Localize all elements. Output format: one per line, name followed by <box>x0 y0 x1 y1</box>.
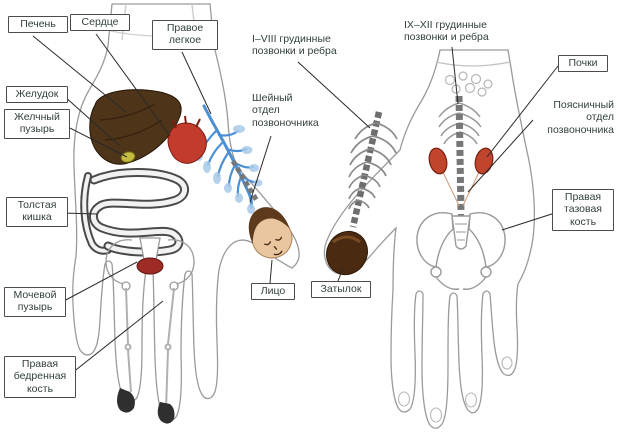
label-gallbladder: Желчный пузырь <box>4 109 70 139</box>
label-liver: Печень <box>8 16 68 34</box>
leg-bones <box>124 287 175 411</box>
gallbladder-shape <box>120 151 136 163</box>
ureters <box>442 171 480 207</box>
label-right-femur: Правая бедренная кость <box>4 356 76 399</box>
intestines-shape <box>80 168 189 257</box>
label-kidneys: Почки <box>558 55 608 73</box>
bladder-shape <box>136 257 164 275</box>
label-lumbar-spine: Поясничный отдел позвоночника <box>547 99 614 136</box>
fingernails <box>397 356 513 423</box>
feet-marks <box>117 388 175 424</box>
liver-shape <box>89 89 182 165</box>
label-right-lung: Правое легкое <box>152 20 218 50</box>
right-hand-illustration <box>323 49 536 429</box>
label-right-pelvic-bone: Правая тазовая кость <box>552 189 614 232</box>
face-on-thumb <box>248 207 293 259</box>
label-heart: Сердце <box>70 14 130 32</box>
carpal-bones <box>444 71 493 97</box>
left-hand-illustration <box>72 3 300 424</box>
label-thoracic-9-12: IX–XII грудинные позвонки и ребра <box>404 19 489 44</box>
kidney-left-shape <box>428 147 448 175</box>
label-occiput: Затылок <box>311 281 371 299</box>
label-stomach: Желудок <box>6 86 68 104</box>
label-bladder: Мочевой пузырь <box>4 287 66 317</box>
heart-shape <box>167 115 207 164</box>
occiput-shape <box>326 230 368 276</box>
pelvis-right-shape <box>416 212 506 290</box>
thoracic-ribs-1-8-shape <box>348 111 398 228</box>
leader-lines <box>32 33 559 374</box>
label-cervical-spine: Шейный отдел позвоночника <box>252 92 319 129</box>
label-large-intestine: Толстая кишка <box>6 197 68 227</box>
label-thoracic-1-8: I–VIII грудинные позвонки и ребра <box>252 33 337 58</box>
liver-detail-lines <box>99 103 163 141</box>
label-face: Лицо <box>251 283 295 301</box>
right-wrist-crease <box>435 61 511 67</box>
